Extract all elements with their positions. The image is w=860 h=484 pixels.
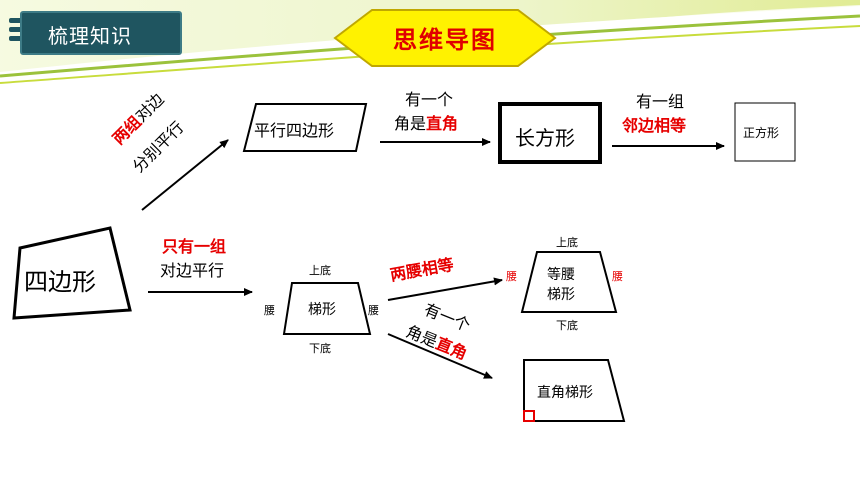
banner-title: 思维导图 xyxy=(393,26,497,54)
edge-label-quad-trap-2: 对边平行 xyxy=(160,261,225,280)
trapezoid-left-leg: 腰 xyxy=(264,304,275,317)
iso-bottom-base: 下底 xyxy=(556,319,578,332)
node-rectangle: 长方形 xyxy=(515,126,575,150)
rectangle-shape xyxy=(498,102,602,164)
section-title: 梳理知识 xyxy=(48,24,132,48)
node-trapezoid: 梯形 xyxy=(308,302,336,318)
edge-label-quad-trap-1: 只有一组 xyxy=(162,237,227,256)
node-parallelogram: 平行四边形 xyxy=(254,121,335,140)
node-isosceles-line2: 梯形 xyxy=(547,287,575,303)
edge-label-para-rect-2: 角是直角 xyxy=(394,114,459,133)
node-isosceles-line1: 等腰 xyxy=(547,267,575,283)
trapezoid-bottom-base: 下底 xyxy=(309,342,331,355)
edge-label-para-rect-1: 有一个 xyxy=(405,90,454,109)
header-badge xyxy=(20,11,182,55)
edge-label-rect-square-2: 邻边相等 xyxy=(622,116,687,135)
banner-shape xyxy=(333,9,557,67)
iso-right-leg: 腰 xyxy=(612,270,623,283)
right-trapezoid-shape xyxy=(523,359,626,422)
trapezoid-shape xyxy=(282,282,372,335)
arrow-trapezoid-to-isosceles xyxy=(387,277,503,301)
trapezoid-top-base: 上底 xyxy=(309,264,331,277)
edge-label-rect-square-1: 有一组 xyxy=(636,92,685,111)
right-angle-mark xyxy=(523,410,535,422)
iso-left-leg: 腰 xyxy=(506,270,517,283)
isosceles-trapezoid-shape xyxy=(520,251,618,313)
node-square: 正方形 xyxy=(743,126,780,140)
arrow-quad-to-parallelogram xyxy=(141,139,229,211)
arrow-trapezoid-to-right xyxy=(387,333,493,379)
node-right-trapezoid: 直角梯形 xyxy=(537,385,593,401)
quadrilateral-shape xyxy=(12,226,132,320)
node-quadrilateral: 四边形 xyxy=(24,268,96,296)
square-shape xyxy=(734,102,796,162)
parallelogram-shape xyxy=(242,103,368,152)
iso-top-base: 上底 xyxy=(556,236,578,249)
trapezoid-right-leg: 腰 xyxy=(368,304,379,317)
